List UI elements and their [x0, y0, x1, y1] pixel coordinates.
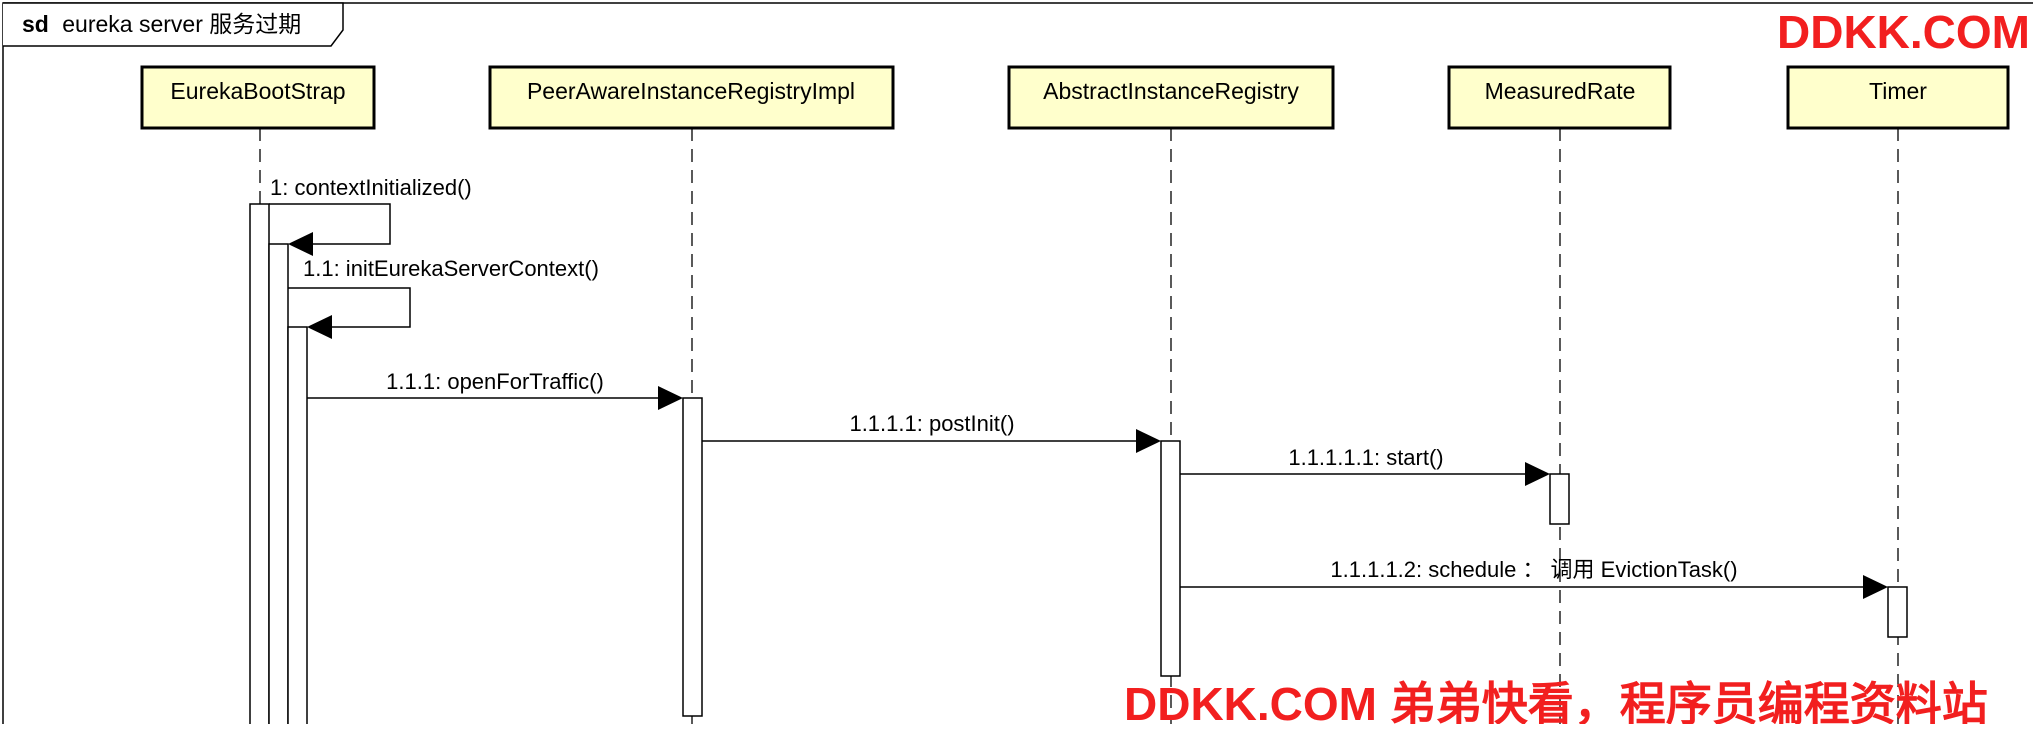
activation-peer — [682, 397, 703, 717]
arrowhead — [288, 232, 313, 256]
messages: 1: contextInitialized() 1.1: initEurekaS… — [269, 175, 1888, 599]
activation-bootstrap-1 — [249, 203, 270, 729]
watermark-top-right: DDKK.COM — [1777, 6, 2030, 58]
lifeline-label-timer: Timer — [1869, 78, 1927, 104]
lifeline-label-peer: PeerAwareInstanceRegistryImpl — [527, 78, 855, 104]
activation-bootstrap-2 — [268, 243, 289, 729]
arrowhead — [1863, 575, 1888, 599]
frame-label: sd eureka server 服务过期 — [22, 11, 301, 37]
lifeline-head-peer[interactable]: PeerAwareInstanceRegistryImpl — [488, 65, 895, 130]
lifeline-label-abstract: AbstractInstanceRegistry — [1043, 78, 1299, 104]
frame-title: eureka server 服务过期 — [62, 11, 301, 37]
lifeline-head-bootstrap[interactable]: EurekaBootStrap — [140, 65, 376, 130]
message-schedule-eviction-task[interactable]: 1.1.1.1.2: schedule ： 调用 EvictionTask() — [1180, 557, 1888, 599]
frame-label-tab — [3, 2, 344, 47]
activation-timer — [1887, 586, 1908, 638]
arrowhead — [658, 386, 683, 410]
lifeline-head-timer[interactable]: Timer — [1786, 65, 2010, 130]
arrowhead — [1525, 462, 1550, 486]
watermark-bottom: DDKK.COM 弟弟快看，程序员编程资料站 — [1124, 678, 1988, 724]
activation-measured — [1549, 473, 1570, 525]
lifeline-head-abstract[interactable]: AbstractInstanceRegistry — [1007, 65, 1335, 130]
message-label: 1.1.1.1: postInit() — [849, 411, 1014, 436]
activation-bars — [249, 203, 1908, 729]
activation-bootstrap-3 — [287, 326, 308, 729]
lifeline-head-measured[interactable]: MeasuredRate — [1447, 65, 1672, 130]
message-open-for-traffic[interactable]: 1.1.1: openForTraffic() — [307, 369, 683, 410]
message-post-init[interactable]: 1.1.1.1: postInit() — [702, 411, 1161, 453]
message-label: 1.1.1: openForTraffic() — [386, 369, 604, 394]
message-context-initialized[interactable]: 1: contextInitialized() — [269, 175, 472, 256]
arrowhead — [1136, 429, 1161, 453]
frame-keyword: sd — [22, 11, 49, 37]
lifeline-label-measured: MeasuredRate — [1485, 78, 1636, 104]
lifelines: EurekaBootStrap PeerAwareInstanceRegistr… — [140, 65, 2010, 724]
activation-abstract — [1160, 440, 1181, 677]
lifeline-label-bootstrap: EurekaBootStrap — [170, 78, 345, 104]
message-init-eureka-server-context[interactable]: 1.1: initEurekaServerContext() — [288, 256, 599, 339]
arrowhead — [307, 315, 332, 339]
message-label: 1.1: initEurekaServerContext() — [303, 256, 599, 281]
message-label: 1: contextInitialized() — [270, 175, 472, 200]
message-label: 1.1.1.1.1: start() — [1288, 445, 1443, 470]
message-label: 1.1.1.1.2: schedule ： 调用 EvictionTask() — [1330, 557, 1737, 582]
message-start[interactable]: 1.1.1.1.1: start() — [1180, 445, 1550, 486]
